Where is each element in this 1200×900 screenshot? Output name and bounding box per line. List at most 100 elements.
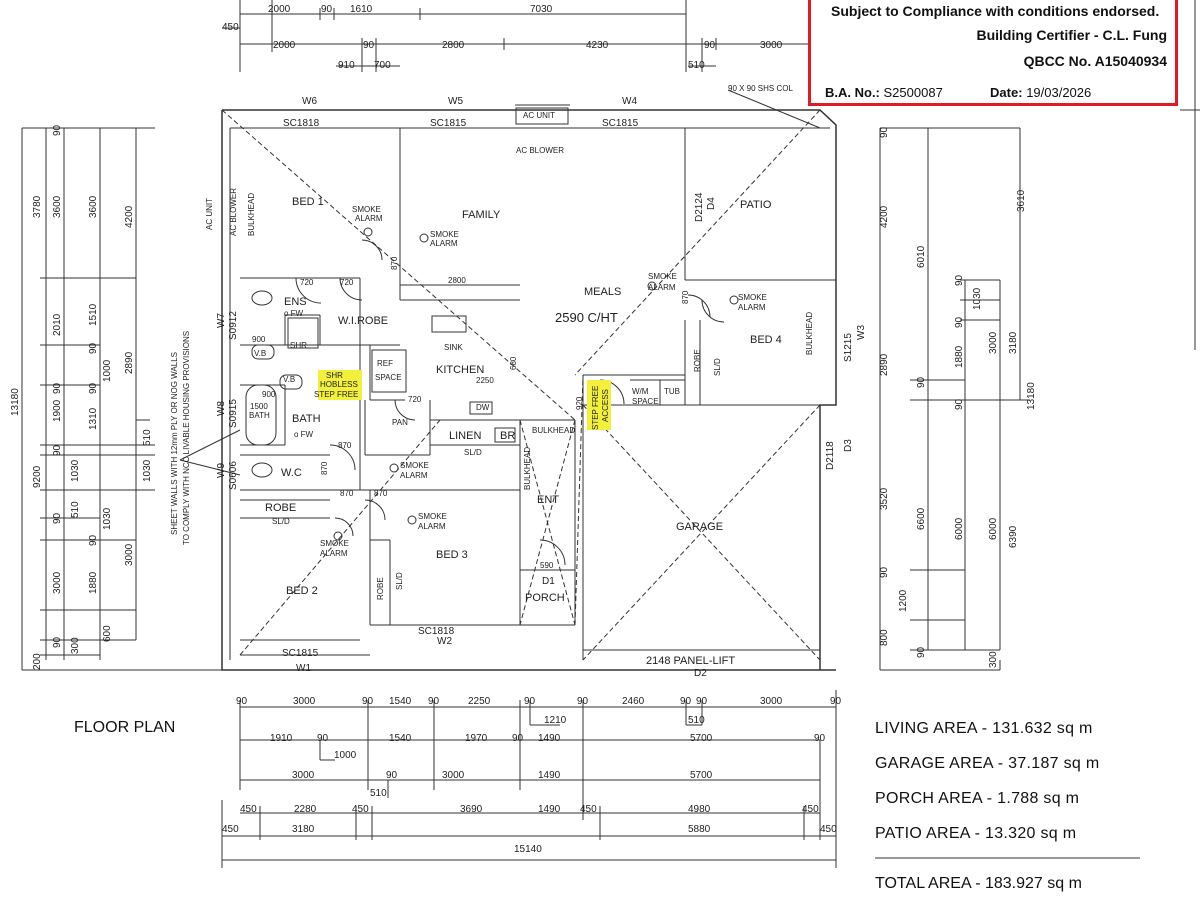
smoke-5: SMOKE	[400, 461, 429, 470]
dim-left: 90	[52, 382, 63, 394]
dim-right: 6010	[916, 245, 927, 268]
dim-right: 3520	[879, 487, 890, 510]
vanity-ens: V.B	[254, 349, 266, 358]
dim-right: 4200	[879, 205, 890, 228]
pantry: PAN	[392, 418, 408, 427]
floor-plan-title: FLOOR PLAN	[74, 719, 176, 736]
dim-right: 6000	[954, 517, 965, 540]
ac-unit-2: AC UNIT	[205, 198, 214, 230]
dim-bottom: 450	[222, 824, 239, 835]
smoke-6: SMOKE	[418, 512, 447, 521]
dim-int: 720	[340, 278, 354, 287]
dim-left: 1000	[102, 359, 113, 382]
vanity-bath: V.B	[283, 375, 295, 384]
dim-left: 510	[142, 429, 153, 446]
door-d2124: D2124	[694, 192, 705, 222]
garage-area: GARAGE AREA - 37.187 sq m	[875, 755, 1100, 772]
dim-left: 2010	[52, 313, 63, 336]
dim-top: 1610	[350, 4, 373, 15]
dim-bottom: 90	[236, 696, 248, 707]
dim-int: 720	[408, 395, 422, 404]
dim-int: 680	[509, 356, 518, 370]
window-w3: W3	[856, 325, 867, 340]
sld-bed2: SL/D	[272, 517, 290, 526]
dim-int: 870	[390, 256, 399, 270]
dim-bottom: 510	[370, 788, 387, 799]
dim-left: 90	[88, 342, 99, 354]
dim-left: 3600	[88, 195, 99, 218]
ac-unit: AC UNIT	[523, 111, 555, 120]
shower: SHR	[290, 341, 307, 350]
dim-left: 1030	[142, 459, 153, 482]
dim-top: 910	[338, 60, 355, 71]
dim-int: 590	[540, 561, 554, 570]
step-free-shower: STEP FREE	[314, 390, 358, 399]
dim-left: 1900	[52, 399, 63, 422]
dim-int: 870	[338, 441, 352, 450]
dim-left: 1310	[88, 407, 99, 430]
window-s0915: S0915	[228, 399, 239, 428]
dim-bottom: 3000	[760, 696, 783, 707]
ref-space: SPACE	[375, 373, 402, 382]
ac-blower-2: AC BLOWER	[229, 188, 238, 236]
alarm-4: ALARM	[738, 303, 766, 312]
dim-left: 3000	[52, 571, 63, 594]
dim-right: 90	[916, 646, 927, 658]
stamp-compliance-line: Subject to Compliance with conditions en…	[831, 3, 1160, 19]
stamp-date-label: Date:	[990, 85, 1023, 100]
dim-left: 1030	[70, 459, 81, 482]
tub: TUB	[664, 387, 680, 396]
window-w9: W9	[216, 463, 227, 478]
window-w5: W5	[448, 96, 463, 107]
dim-bottom: 90	[512, 733, 524, 744]
dim-right: 800	[879, 629, 890, 646]
certifier-stamp: Subject to Compliance with conditions en…	[808, 0, 1178, 106]
window-sc1815-bottom: SC1815	[282, 648, 319, 659]
window-sc1815-top-1: SC1815	[430, 118, 467, 129]
dim-int: 870	[340, 489, 354, 498]
alarm-3: ALARM	[648, 283, 676, 292]
dim-bottom: 90	[830, 696, 842, 707]
dim-bottom: 5700	[690, 770, 713, 781]
dim-left: 4200	[124, 205, 135, 228]
dim-bottom: 1540	[389, 696, 412, 707]
stamp-certifier: Building Certifier - C.L. Fung	[976, 27, 1167, 43]
dim-int: 2250	[476, 376, 494, 385]
dim-left: 1030	[102, 507, 113, 530]
door-d1: D1	[542, 576, 555, 587]
dim-left: 13180	[10, 388, 21, 416]
window-w1: W1	[296, 663, 311, 674]
dim-bottom: 90	[428, 696, 440, 707]
dim-int: 870	[374, 489, 388, 498]
step-free-entry: STEP FREE	[591, 386, 600, 430]
alarm-5: ALARM	[400, 471, 428, 480]
dim-right: 1880	[954, 345, 965, 368]
stamp-ba-label: B.A. No.:	[825, 85, 880, 100]
dim-bottom: 90	[386, 770, 398, 781]
total-area: TOTAL AREA - 183.927 sq m	[875, 875, 1082, 892]
sld-bed3: SL/D	[395, 572, 404, 590]
linen: LINEN	[449, 430, 481, 442]
dim-left: 90	[88, 382, 99, 394]
dim-right: 90	[954, 316, 965, 328]
ceiling-height: 2590 C/HT	[555, 310, 618, 325]
dim-bottom: 1970	[465, 733, 488, 744]
room-bed-2: BED 2	[286, 585, 318, 597]
living-area: LIVING AREA - 131.632 sq m	[875, 720, 1093, 737]
floor-waste-bath: o FW	[294, 430, 314, 439]
dim-right: 2890	[879, 353, 890, 376]
dim-right: 3180	[1008, 331, 1019, 354]
dim-right: 3610	[1016, 189, 1027, 212]
dim-int: 2800	[448, 276, 466, 285]
door-d2: D2	[694, 668, 707, 679]
room-family: FAMILY	[462, 209, 501, 221]
sheet-walls-note-1: SHEET WALLS WITH 12mm PLY OR NOG WALLS	[170, 352, 179, 535]
window-w6: W6	[302, 96, 317, 107]
stamp-date-value: 19/03/2026	[1026, 85, 1092, 100]
stamp-ba-value: S2500087	[883, 85, 943, 100]
dim-bottom: 3690	[460, 804, 483, 815]
dim-bottom: 3000	[293, 696, 316, 707]
window-w7: W7	[216, 313, 227, 328]
dim-top: 2000	[273, 40, 296, 51]
